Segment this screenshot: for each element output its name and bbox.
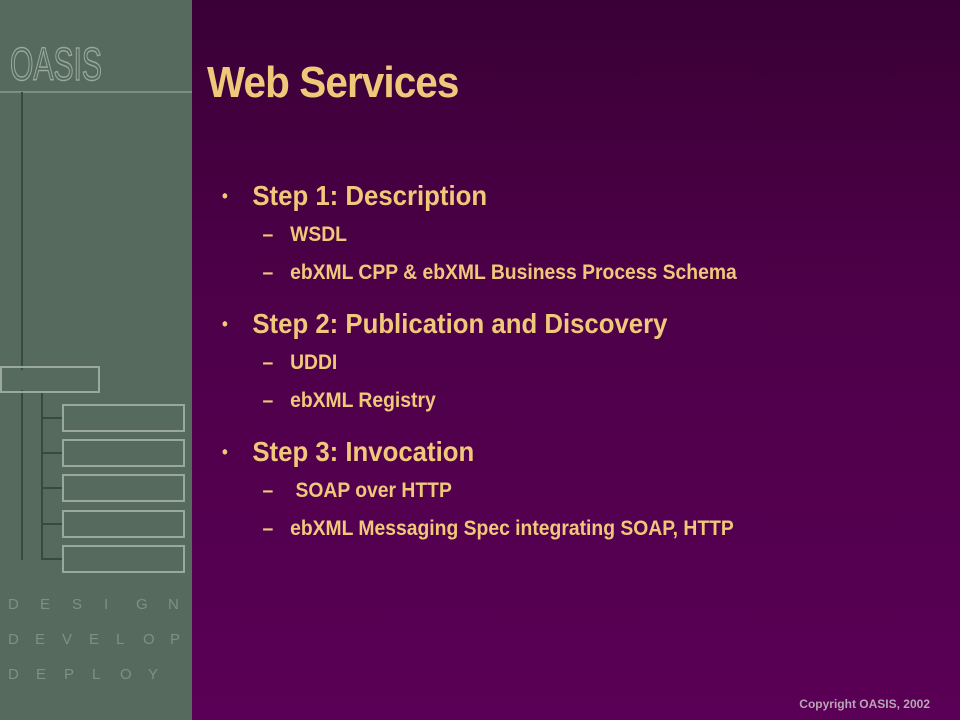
tree-lines (21, 92, 62, 560)
bullet-group: •Step 2: Publication and Discovery–UDDI–… (222, 304, 942, 420)
tagline-letter: G (136, 596, 148, 613)
sub-bullet-text: ebXML Registry (290, 389, 436, 412)
tagline-letter: D (8, 596, 19, 613)
sub-bullet-item: –WSDL (222, 216, 884, 254)
bullet-text: Step 3: Invocation (252, 436, 475, 467)
tagline-letter: S (72, 596, 83, 613)
sub-bullet-item: –UDDI (222, 344, 884, 382)
bullet-dot-icon: • (222, 186, 228, 206)
bullet-text: Step 2: Publication and Discovery (252, 308, 668, 339)
tagline-letter: D (8, 631, 19, 648)
sub-bullet-item: –ebXML Registry (222, 382, 884, 420)
tagline-letter: E (89, 631, 100, 648)
bullet-text: Step 1: Description (252, 180, 488, 211)
bullet-group: •Step 3: Invocation– SOAP over HTTP–ebXM… (222, 432, 942, 548)
bullet-item: • Step 1: Description (222, 176, 884, 216)
tagline-letter: I (104, 596, 109, 613)
tagline-letter: E (40, 596, 51, 613)
sidebar-decoration: OASIS (0, 37, 192, 573)
tagline-letter: N (168, 596, 179, 613)
tagline-letter: L (92, 666, 101, 683)
tagline-letter: E (36, 666, 47, 683)
tagline-letter: E (35, 631, 46, 648)
tagline-letter: V (62, 631, 73, 648)
dash-icon: – (262, 517, 274, 540)
copyright-notice: Copyright OASIS, 2002 (799, 697, 930, 711)
tree-boxes (0, 366, 185, 573)
sub-bullet-text: UDDI (290, 351, 338, 374)
tagline-letter: L (116, 631, 125, 648)
dash-icon: – (262, 261, 274, 284)
tagline-letter: O (120, 666, 132, 683)
sub-bullet-item: –ebXML Messaging Spec integrating SOAP, … (222, 510, 884, 548)
bullet-item: • Step 3: Invocation (222, 432, 884, 472)
bullet-item: • Step 2: Publication and Discovery (222, 304, 884, 344)
oasis-logo: OASIS (10, 38, 102, 90)
dash-icon: – (262, 223, 274, 246)
bullet-dot-icon: • (222, 314, 228, 334)
tagline-letter: P (64, 666, 75, 683)
sub-bullet-item: – SOAP over HTTP (222, 472, 884, 510)
tagline-letter: Y (148, 666, 159, 683)
tagline-letter: P (170, 631, 181, 648)
tagline-letter: O (143, 631, 155, 648)
sub-bullet-item: –ebXML CPP & ebXML Business Process Sche… (222, 254, 884, 292)
bullet-dot-icon: • (222, 442, 228, 462)
slide-title: Web Services (207, 58, 459, 107)
sub-bullet-text: WSDL (290, 223, 347, 246)
dash-icon: – (262, 389, 274, 412)
tagline-letter: D (8, 666, 19, 683)
sub-bullet-text: ebXML Messaging Spec integrating SOAP, H… (290, 517, 734, 540)
sub-bullet-text: SOAP over HTTP (290, 479, 452, 502)
sub-bullet-text: ebXML CPP & ebXML Business Process Schem… (290, 261, 737, 284)
bullet-list: •Step 1: Description–WSDL–ebXML CPP & eb… (222, 176, 942, 560)
dash-icon: – (262, 351, 274, 374)
bullet-group: •Step 1: Description–WSDL–ebXML CPP & eb… (222, 176, 942, 292)
dash-icon: – (262, 479, 274, 502)
